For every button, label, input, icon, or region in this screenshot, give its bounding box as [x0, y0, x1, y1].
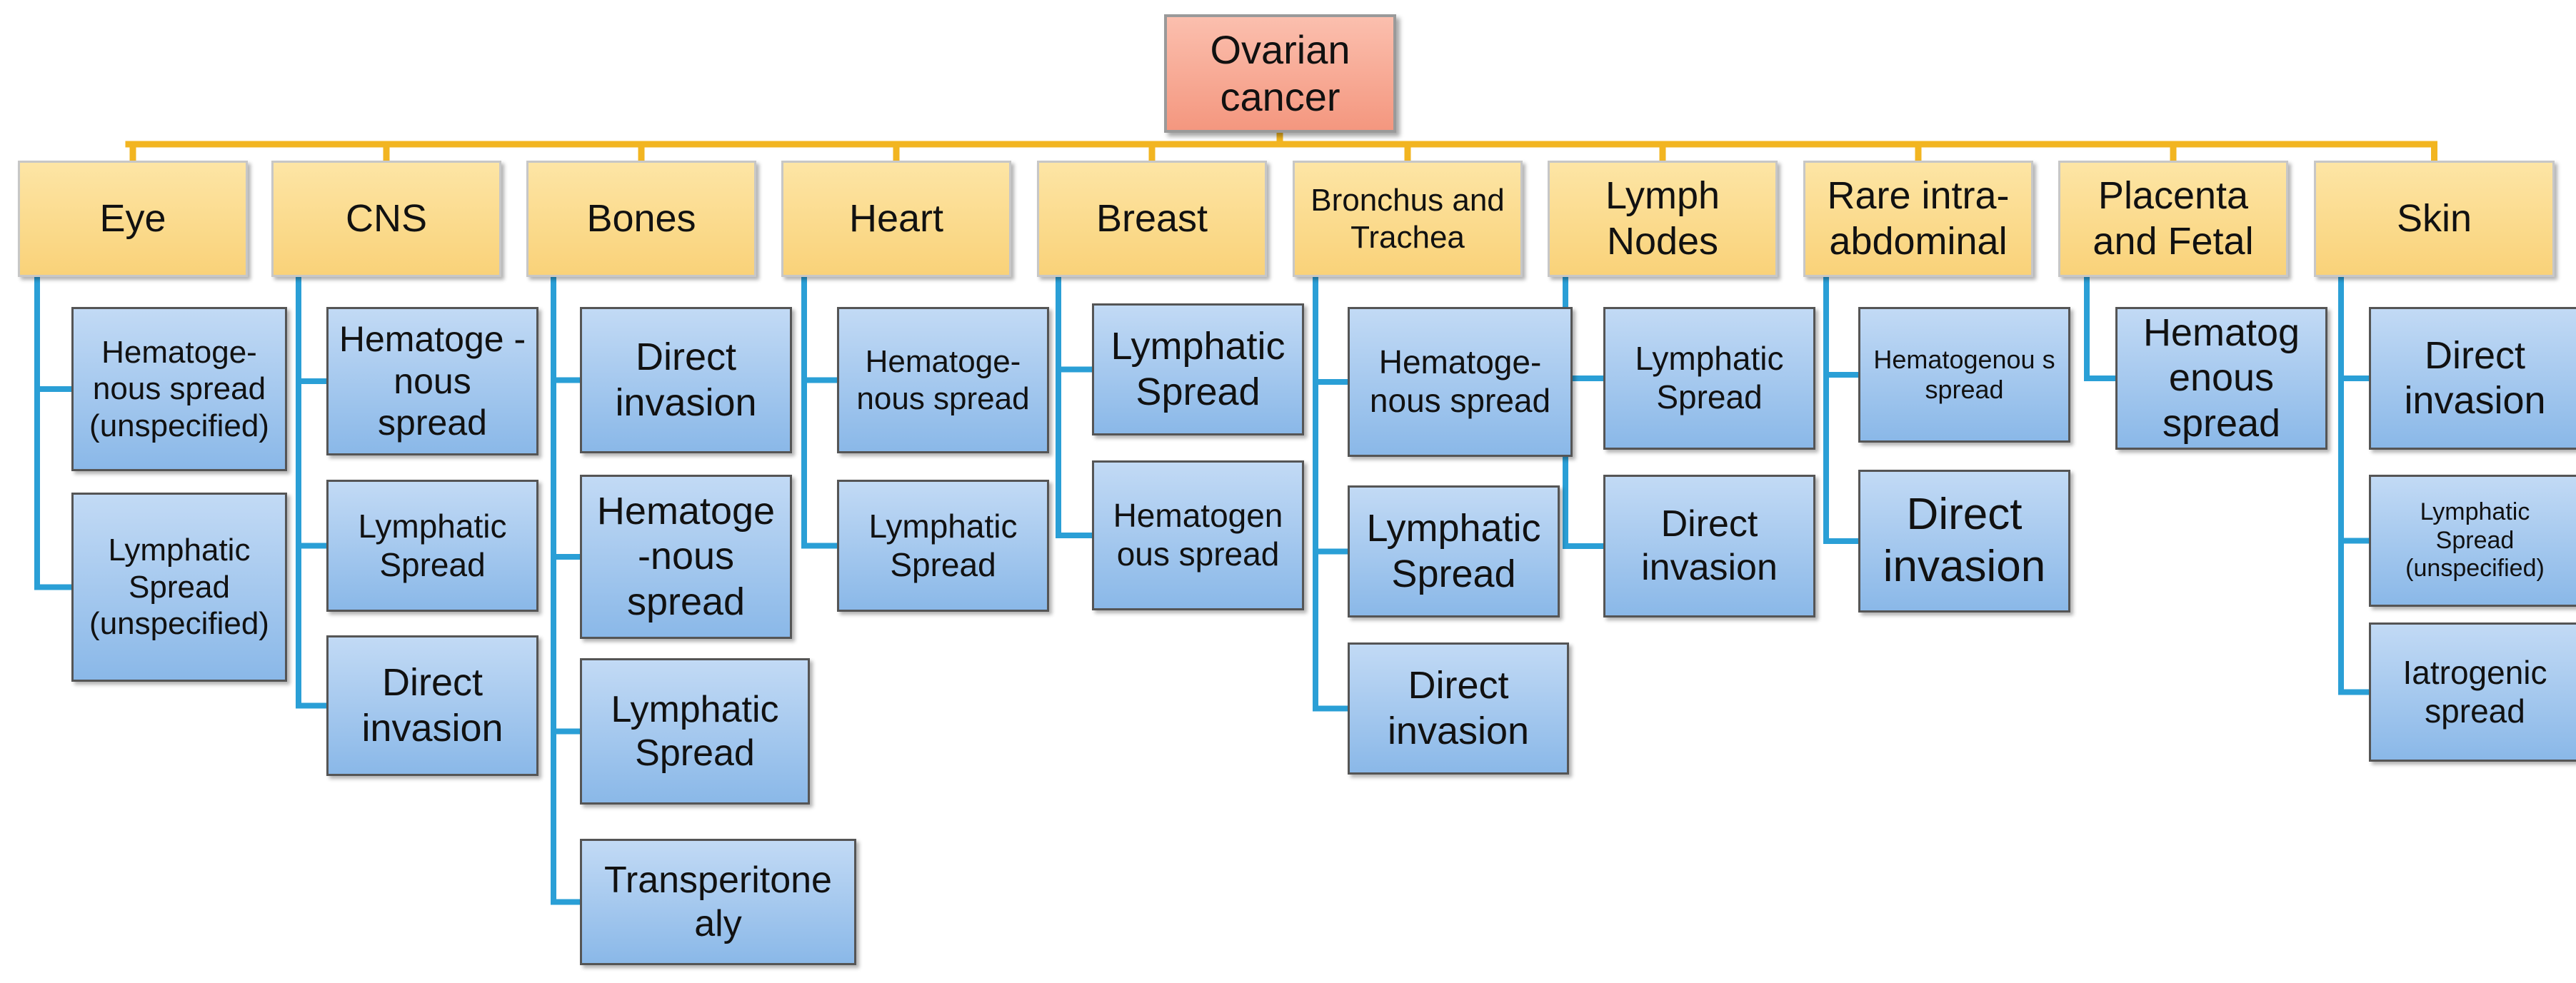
- leaf-cns-2: Lymphatic Spread: [326, 480, 538, 612]
- leaf-bones-1-label: Direct invasion: [615, 336, 757, 424]
- category-bones: Bones: [526, 161, 756, 277]
- leaf-eye-2: Lymphatic Spread (unspecified): [71, 493, 287, 682]
- leaf-heart-1-label: Hematoge-nous spread: [856, 344, 1030, 416]
- category-placenta-and-fetal-label: Placenta and Fetal: [2093, 174, 2254, 263]
- leaf-bones-4: Transperitone aly: [580, 839, 856, 965]
- leaf-lymph-nodes-1: Lymphatic Spread: [1603, 307, 1815, 450]
- leaf-eye-1: Hematoge-nous spread (unspecified): [71, 307, 287, 471]
- category-heart-label: Heart: [848, 196, 944, 240]
- category-lymph-nodes-label: Lymph Nodes: [1605, 174, 1720, 263]
- category-lymph-nodes: Lymph Nodes: [1548, 161, 1778, 277]
- leaf-heart-1: Hematoge-nous spread: [837, 307, 1049, 453]
- category-rare-intra-abdominal-label: Rare intra-abdominal: [1827, 174, 2010, 263]
- leaf-rare-intra-abdominal-2-label: Direct invasion: [1883, 490, 2046, 591]
- leaf-rare-intra-abdominal-1-label: Hematogenou s spread: [1873, 344, 2055, 404]
- leaf-heart-2-label: Lymphatic Spread: [868, 507, 1018, 583]
- category-cns-label: CNS: [345, 196, 427, 240]
- category-skin-label: Skin: [2396, 196, 2472, 240]
- category-heart: Heart: [781, 161, 1011, 277]
- leaf-bronchus-and-trachea-2-label: Lymphatic Spread: [1366, 507, 1541, 595]
- category-skin: Skin: [2314, 161, 2555, 277]
- category-bronchus-and-trachea-label: Bronchus and Trachea: [1310, 183, 1505, 255]
- leaf-placenta-and-fetal-1-label: Hematog enous spread: [2143, 311, 2300, 445]
- leaf-cns-3-label: Direct invasion: [361, 661, 503, 750]
- leaf-cns-1: Hematoge -nous spread: [326, 307, 538, 455]
- leaf-bones-1: Direct invasion: [580, 307, 792, 453]
- leaf-breast-1: Lymphatic Spread: [1092, 303, 1304, 435]
- leaf-bronchus-and-trachea-1-label: Hematoge-nous spread: [1369, 343, 1551, 419]
- leaf-cns-1-label: Hematoge -nous spread: [339, 319, 526, 443]
- category-cns: CNS: [271, 161, 501, 277]
- category-bronchus-and-trachea: Bronchus and Trachea: [1293, 161, 1523, 277]
- leaf-heart-2: Lymphatic Spread: [837, 480, 1049, 612]
- leaf-skin-3-label: Iatrogenic spread: [2402, 653, 2547, 730]
- leaf-cns-2-label: Lymphatic Spread: [358, 507, 507, 583]
- leaf-bronchus-and-trachea-3: Direct invasion: [1348, 642, 1569, 775]
- leaf-skin-1-label: Direct invasion: [2404, 333, 2546, 422]
- leaf-cns-3: Direct invasion: [326, 635, 538, 776]
- leaf-bronchus-and-trachea-1: Hematoge-nous spread: [1348, 307, 1573, 457]
- category-breast: Breast: [1037, 161, 1267, 277]
- leaf-lymph-nodes-2: Direct invasion: [1603, 475, 1815, 617]
- leaf-skin-2-label: Lymphatic Spread (unspecified): [2405, 498, 2545, 583]
- leaf-breast-1-label: Lymphatic Spread: [1111, 325, 1286, 413]
- leaf-eye-1-label: Hematoge-nous spread (unspecified): [89, 334, 269, 443]
- leaf-eye-2-label: Lymphatic Spread (unspecified): [89, 533, 269, 642]
- leaf-bones-3: Lymphatic Spread: [580, 658, 810, 805]
- leaf-rare-intra-abdominal-1: Hematogenou s spread: [1858, 307, 2070, 443]
- root-node: Ovarian cancer: [1164, 14, 1396, 133]
- leaf-lymph-nodes-1-label: Lymphatic Spread: [1635, 340, 1784, 415]
- leaf-bronchus-and-trachea-2: Lymphatic Spread: [1348, 485, 1560, 617]
- leaf-bronchus-and-trachea-3-label: Direct invasion: [1387, 664, 1530, 752]
- leaf-breast-2: Hematogen ous spread: [1092, 460, 1304, 610]
- leaf-lymph-nodes-2-label: Direct invasion: [1641, 503, 1778, 588]
- leaf-placenta-and-fetal-1: Hematog enous spread: [2115, 307, 2327, 450]
- leaf-bones-2: Hematoge -nous spread: [580, 475, 792, 639]
- leaf-bones-2-label: Hematoge -nous spread: [596, 490, 776, 623]
- leaf-breast-2-label: Hematogen ous spread: [1113, 497, 1283, 573]
- leaf-skin-1: Direct invasion: [2369, 307, 2576, 450]
- leaf-bones-3-label: Lymphatic Spread: [611, 688, 779, 774]
- category-bones-label: Bones: [586, 196, 696, 240]
- root-label: Ovarian cancer: [1210, 27, 1350, 119]
- category-breast-label: Breast: [1096, 196, 1208, 240]
- category-rare-intra-abdominal: Rare intra-abdominal: [1803, 161, 2033, 277]
- leaf-bones-4-label: Transperitone aly: [604, 859, 832, 944]
- category-eye-label: Eye: [99, 196, 166, 240]
- leaf-skin-2: Lymphatic Spread (unspecified): [2369, 475, 2576, 607]
- leaf-skin-3: Iatrogenic spread: [2369, 622, 2576, 762]
- category-eye: Eye: [18, 161, 248, 277]
- category-placenta-and-fetal: Placenta and Fetal: [2058, 161, 2288, 277]
- leaf-rare-intra-abdominal-2: Direct invasion: [1858, 470, 2070, 613]
